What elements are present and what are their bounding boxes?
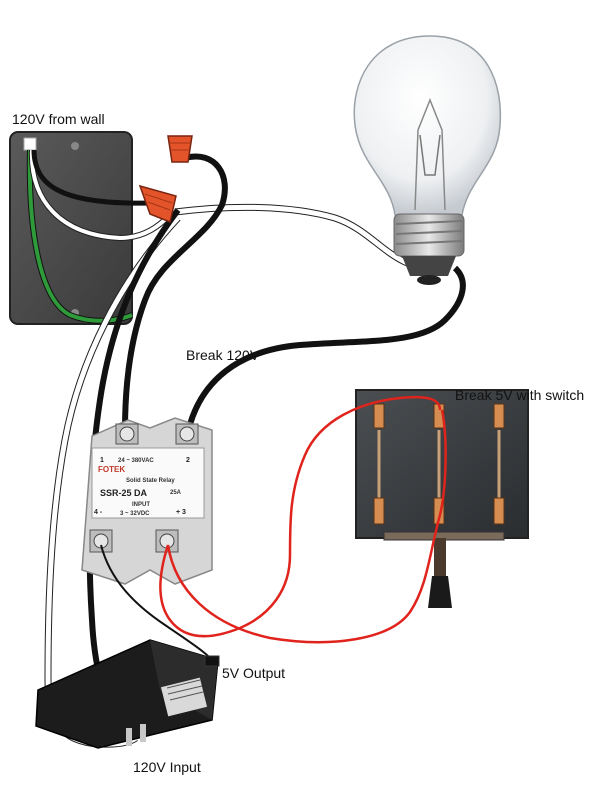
black-wire-to-relay — [122, 153, 228, 431]
relay-terminal-4-label: 4 - — [94, 509, 103, 516]
label-break-120v: Break 120V — [186, 347, 260, 363]
relay-spec-ac: 24 ~ 380VAC — [118, 458, 154, 464]
label-120v-input: 120V Input — [133, 759, 201, 775]
knife-switch — [355, 389, 529, 608]
relay-terminal-2-label: 2 — [186, 457, 190, 464]
relay-amps: 25A — [170, 490, 182, 496]
relay-terminal-1-label: 1 — [100, 457, 104, 464]
wall-black-wire — [31, 149, 151, 206]
power-adapter — [35, 639, 220, 749]
switch-handle — [434, 538, 446, 576]
black-wire-5v — [100, 544, 213, 661]
label-wall-power: 120V from wall — [12, 111, 105, 127]
relay-subtitle: Solid State Relay — [126, 478, 175, 484]
relay-input: INPUT — [132, 502, 150, 508]
relay-brand: FOTEK — [98, 465, 125, 474]
wire-nut-bottom — [138, 184, 177, 224]
red-wire-5v — [159, 395, 447, 644]
label-break-5v: Break 5V with switch — [455, 387, 585, 403]
black-wire-to-bulb — [185, 265, 466, 433]
wire-nut-top — [167, 135, 193, 163]
relay-terminal-3-label: + 3 — [176, 509, 186, 516]
label-5v-output: 5V Output — [222, 665, 286, 681]
solid-state-relay: FOTEK 24 ~ 380VAC Solid State Relay SSR-… — [81, 417, 213, 585]
relay-spec-dc: 3 ~ 32VDC — [120, 511, 150, 517]
light-bulb — [353, 35, 502, 285]
relay-model: SSR-25 DA — [100, 488, 148, 498]
